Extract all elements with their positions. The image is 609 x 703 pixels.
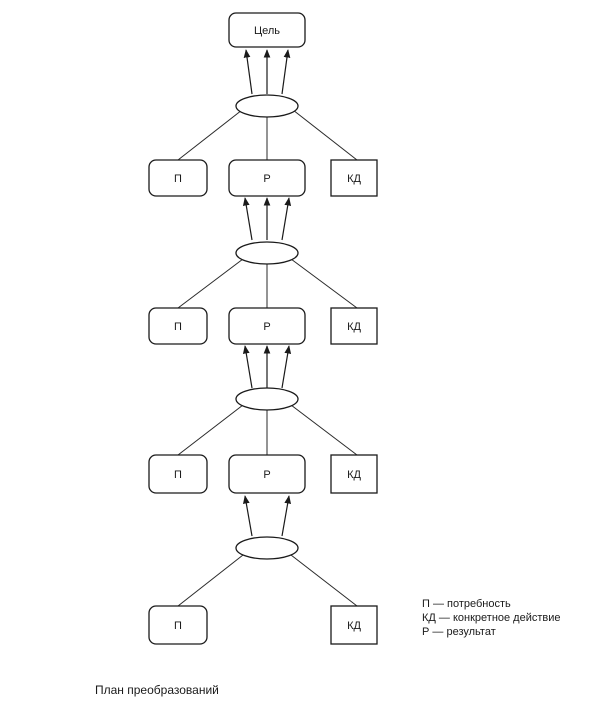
need-box: П xyxy=(148,454,208,494)
need-label: П xyxy=(174,620,182,632)
result-label: Р xyxy=(263,321,270,333)
combination-node xyxy=(235,241,299,265)
combination-node xyxy=(235,387,299,411)
need-label: П xyxy=(174,469,182,481)
edge xyxy=(290,404,358,456)
need-label: П xyxy=(174,173,182,185)
need-box: П xyxy=(148,307,208,345)
result-box: Р xyxy=(228,307,306,345)
combination-node xyxy=(235,94,299,118)
result-box: Р xyxy=(228,159,306,197)
action-box: КД xyxy=(330,307,378,345)
arrow xyxy=(242,197,253,241)
legend-item-action: КД — конкретное действие xyxy=(422,612,561,624)
level-1: П Р КД xyxy=(148,49,378,197)
edge xyxy=(290,554,358,607)
need-label: П xyxy=(174,321,182,333)
edge xyxy=(177,258,244,309)
arrow xyxy=(242,495,253,537)
legend: П — потребность КД — конкретное действие… xyxy=(422,597,561,639)
need-box: П xyxy=(148,605,208,645)
arrow xyxy=(281,345,292,389)
legend-item-result: Р — результат xyxy=(422,626,496,638)
result-box: Р xyxy=(228,454,306,494)
edge xyxy=(290,258,358,309)
level-2: П Р КД xyxy=(148,197,378,345)
edge xyxy=(292,109,358,161)
edge xyxy=(177,554,244,607)
need-box: П xyxy=(148,159,208,197)
figure-caption: План преобразований xyxy=(95,683,219,697)
action-label: КД xyxy=(347,620,361,632)
arrow xyxy=(281,197,292,241)
action-box: КД xyxy=(330,159,378,197)
level-4: П КД xyxy=(148,495,378,645)
edge xyxy=(177,109,243,161)
arrow xyxy=(242,345,253,389)
legend-item-need: П — потребность xyxy=(422,598,511,610)
action-label: КД xyxy=(347,173,361,185)
action-label: КД xyxy=(347,321,361,333)
goal-box: Цель xyxy=(228,12,306,48)
action-box: КД xyxy=(330,454,378,494)
goal-label: Цель xyxy=(254,25,280,37)
result-label: Р xyxy=(263,173,270,185)
arrow xyxy=(243,49,253,95)
action-label: КД xyxy=(347,469,361,481)
combination-node xyxy=(235,536,299,560)
arrow xyxy=(281,49,291,95)
level-3: П Р КД xyxy=(148,345,378,494)
edge xyxy=(177,404,244,456)
arrow xyxy=(281,495,292,537)
action-box: КД xyxy=(330,605,378,645)
result-label: Р xyxy=(263,469,270,481)
